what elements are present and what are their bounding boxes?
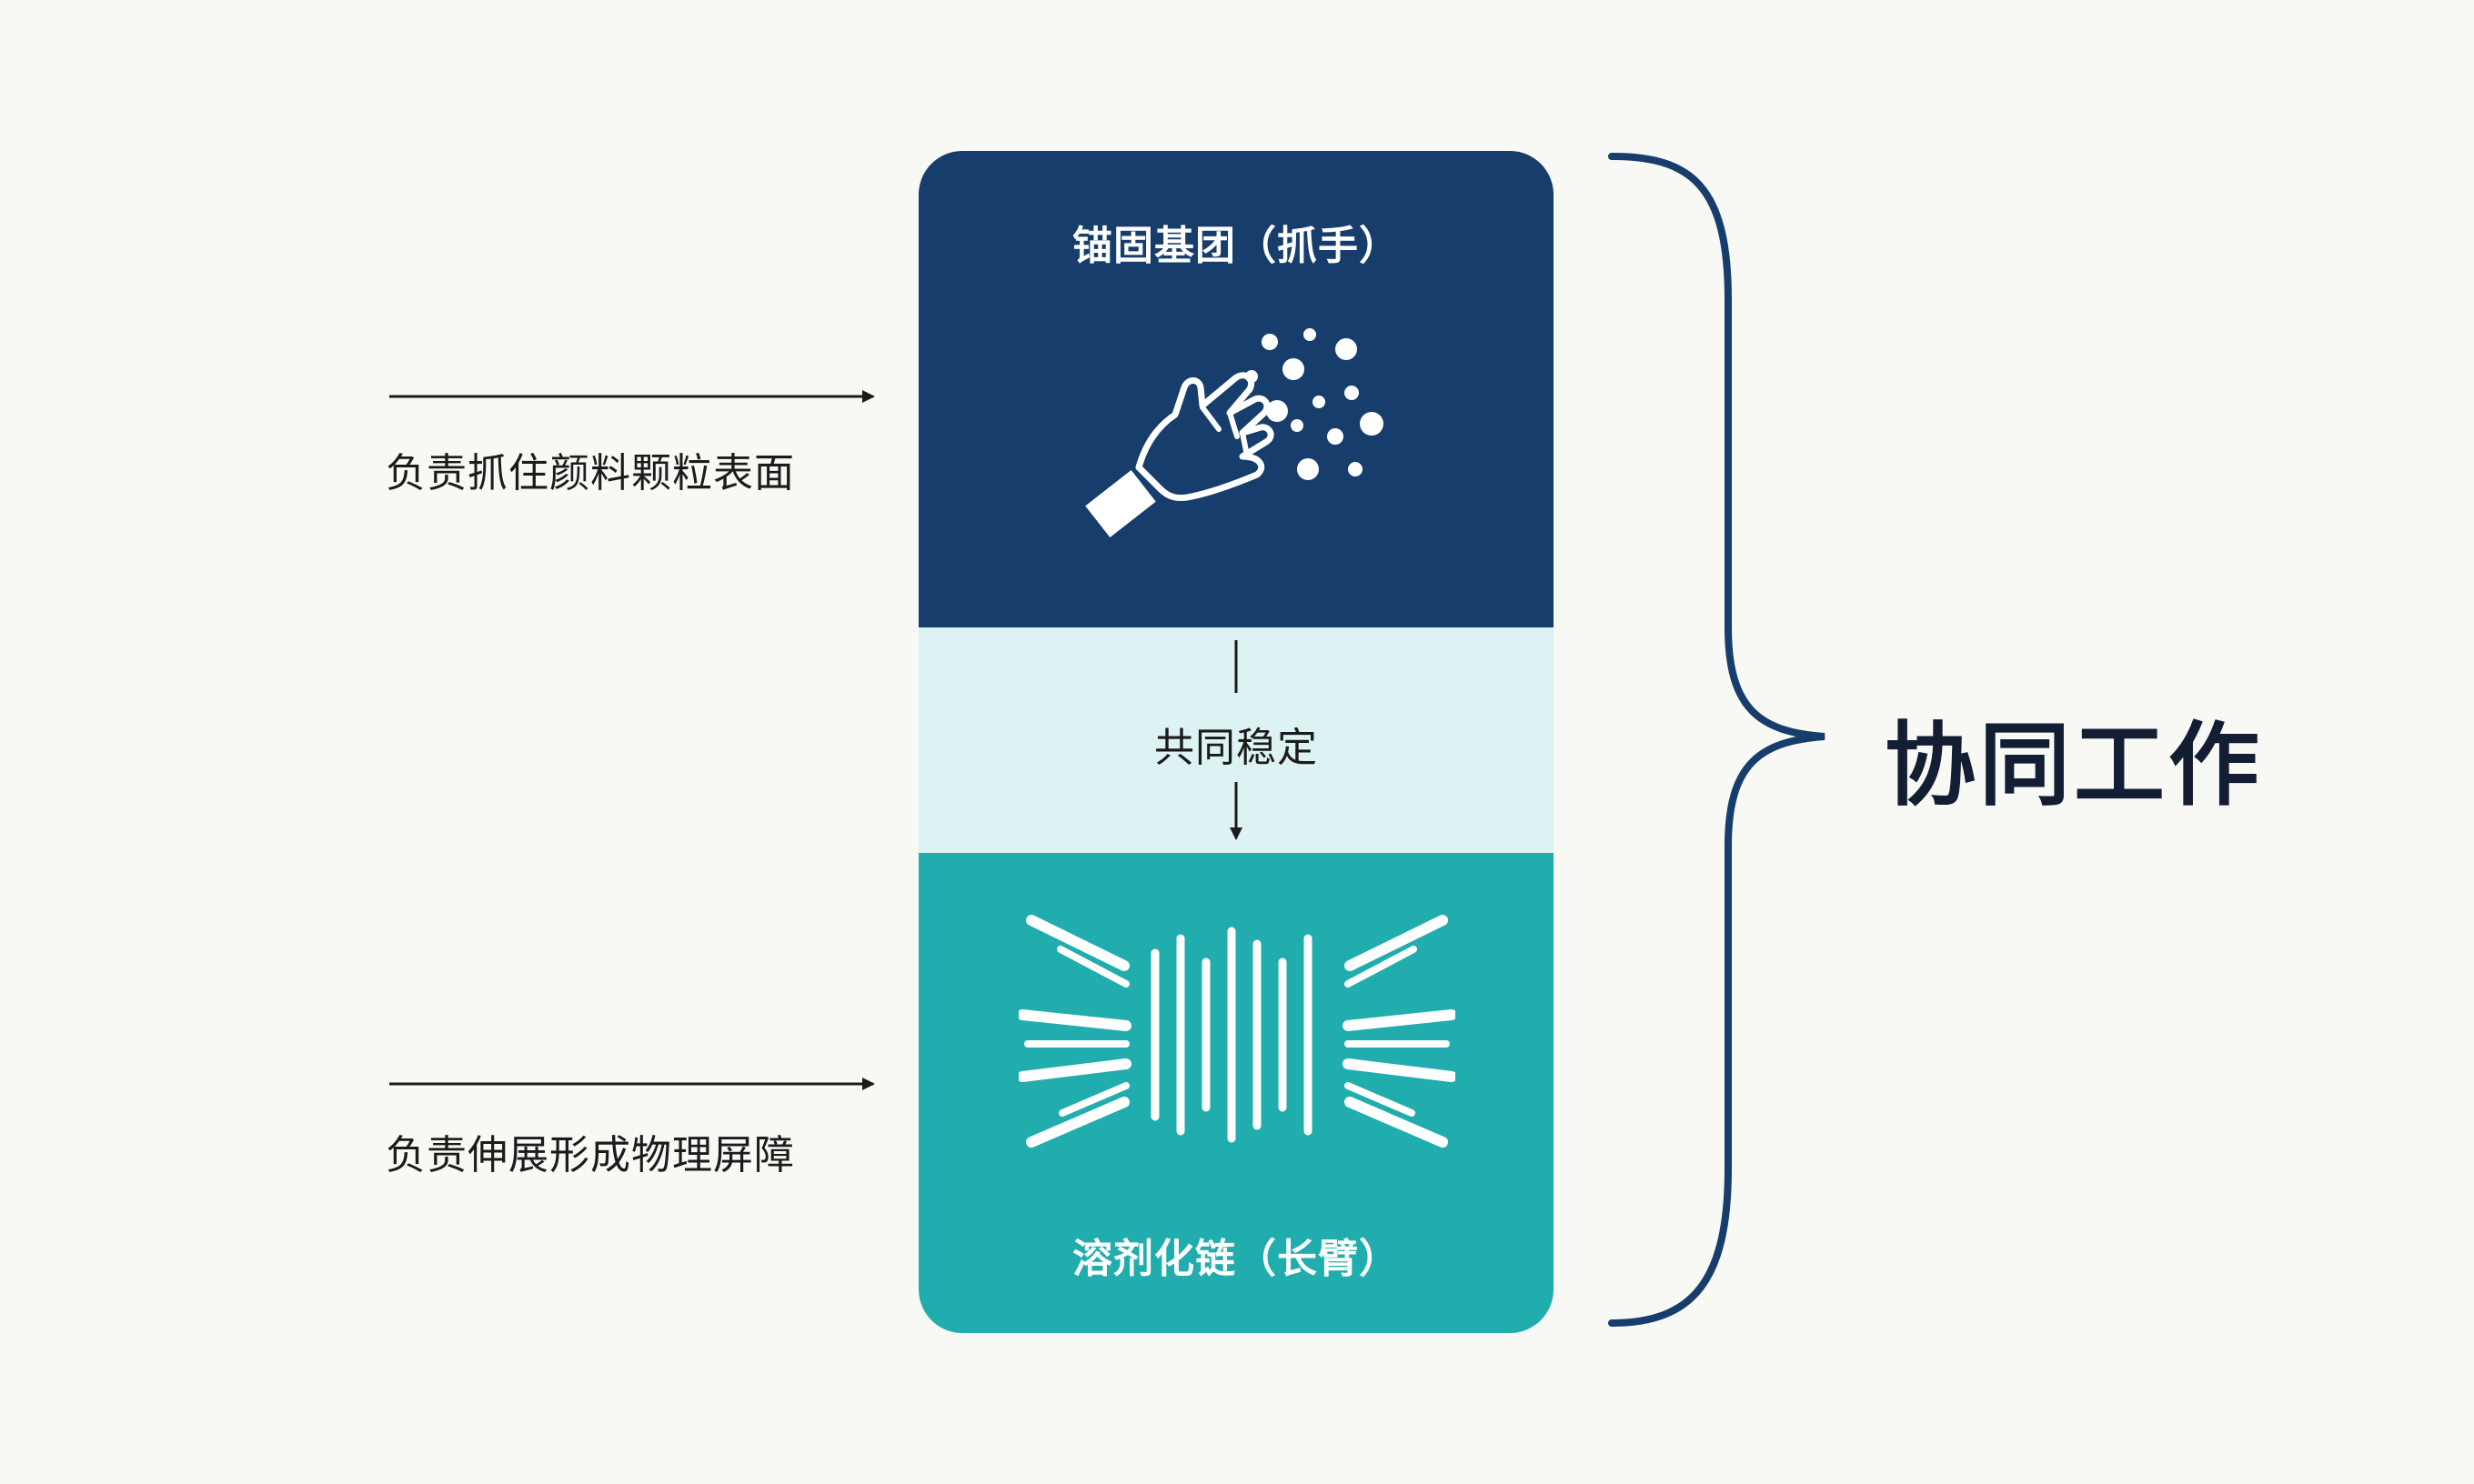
- solvated-chain-title: 溶剂化链（长臂）: [1072, 1236, 1400, 1282]
- co-stabilize-band: 共同稳定: [919, 627, 1554, 853]
- synergy-label: 协同工作: [1885, 712, 2263, 818]
- dispersant-structure-card: 锚固基团（抓手）: [919, 151, 1554, 1333]
- anchor-group-block: 锚固基团（抓手）: [919, 151, 1554, 627]
- curly-brace: [1608, 153, 1825, 1327]
- extended-chains-icon: [1019, 915, 1455, 1148]
- hand-grabbing-particles-icon: [1085, 328, 1383, 538]
- anchor-group-title: 锚固基团（抓手）: [1072, 223, 1400, 269]
- anchor-description: 负责抓住颜料颗粒表面: [386, 450, 795, 496]
- co-stabilize-label: 共同稳定: [1154, 725, 1318, 771]
- co-stabilize-arrow: [1230, 640, 1242, 840]
- solvated-chain-block: 溶剂化链（长臂）: [919, 853, 1554, 1333]
- chain-description: 负责伸展形成物理屏障: [386, 1132, 795, 1178]
